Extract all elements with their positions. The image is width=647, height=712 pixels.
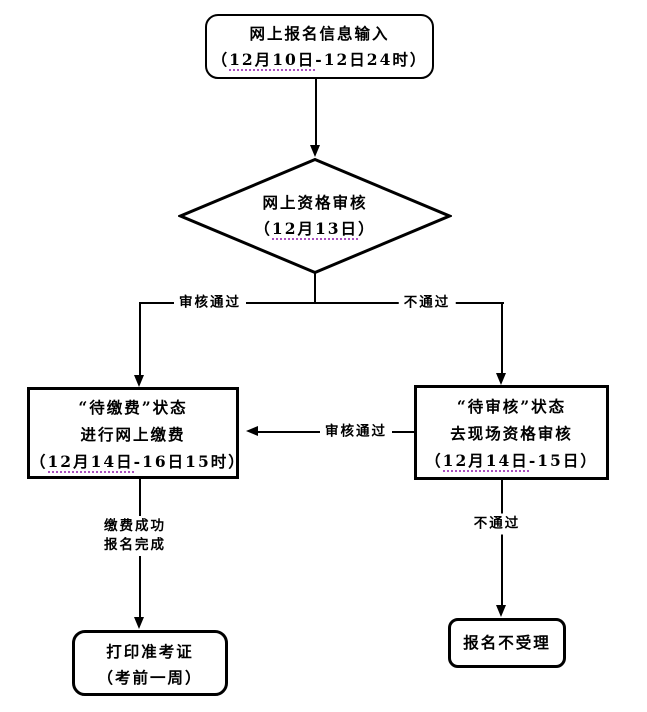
date-prefix: （ (425, 451, 443, 470)
date-suffix: -12日24时） (315, 50, 428, 69)
node-pending-review-onsite: “待审核”状态 去现场资格审核 （12月14日-15日） (414, 385, 609, 480)
edge-label-registration-complete: 报名完成 (104, 537, 166, 553)
node-print-title: 打印准考证 (106, 642, 194, 661)
arrowhead-down-icon (134, 375, 144, 387)
edge-label-onsite-review-passed: 审核通过 (320, 421, 392, 443)
node-start-online-registration: 网上报名信息输入 （12月10日-12日24时） (205, 14, 434, 79)
edge-label-onsite-not-passed: 不通过 (468, 513, 526, 535)
node-pay-action: 进行网上缴费 (80, 425, 186, 444)
arrowhead-left-icon (246, 426, 258, 436)
node-pending-payment: “待缴费”状态 进行网上缴费 （12月14日-16日15时） (27, 387, 244, 479)
connector-decision-stem (314, 273, 316, 303)
node-start-title: 网上报名信息输入 (249, 24, 390, 43)
connector-onsite-to-reject (501, 480, 503, 606)
node-registration-rejected: 报名不受理 (448, 618, 566, 668)
date-prefix: （ (30, 452, 48, 471)
date-suffix: -15日） (528, 451, 598, 470)
node-print-date: （考前一周） (97, 668, 203, 687)
connector-start-to-decision (315, 78, 317, 146)
date-prefix: （ (211, 50, 230, 69)
edge-label-review-passed: 审核通过 (174, 292, 246, 314)
node-decision-title: 网上资格审核 (262, 193, 368, 212)
node-onsite-action: 去现场资格审核 (450, 424, 573, 443)
node-onsite-date: （12月14日-15日） (417, 447, 606, 474)
date-underlined: 12月14日 (47, 452, 134, 473)
arrowhead-down-icon (310, 145, 320, 157)
date-underlined: 12月10日 (229, 50, 316, 71)
date-prefix: （ (254, 219, 272, 238)
date-suffix: -16日15时） (133, 452, 246, 471)
date-suffix: ） (358, 219, 376, 238)
arrowhead-down-icon (496, 373, 506, 385)
connector-split-right-down (501, 302, 503, 374)
node-onsite-status: “待审核”状态 (456, 397, 567, 416)
node-decision-diamond-shape (178, 157, 452, 275)
node-pay-date: （12月14日-16日15时） (30, 448, 244, 475)
node-reject-title: 报名不受理 (463, 633, 551, 652)
connector-split-left-down (139, 302, 141, 376)
arrowhead-down-icon (134, 617, 144, 629)
connector-split-horizontal (139, 302, 504, 304)
node-decision-date: （12月13日） (254, 216, 375, 242)
edge-label-not-passed: 不通过 (398, 292, 456, 314)
date-underlined: 12月13日 (271, 219, 359, 240)
date-underlined: 12月14日 (442, 451, 529, 472)
node-print-admission-ticket: 打印准考证 （考前一周） (72, 630, 228, 696)
edge-label-payment-success: 缴费成功 (104, 518, 166, 534)
node-start-date: （12月10日-12日24时） (207, 47, 432, 73)
node-pay-status: “待缴费”状态 (78, 398, 188, 417)
edge-label-payment-complete: 缴费成功 报名完成 (99, 516, 171, 556)
node-decision-online-review: 网上资格审核 （12月13日） (178, 157, 452, 275)
arrowhead-down-icon (496, 605, 506, 617)
